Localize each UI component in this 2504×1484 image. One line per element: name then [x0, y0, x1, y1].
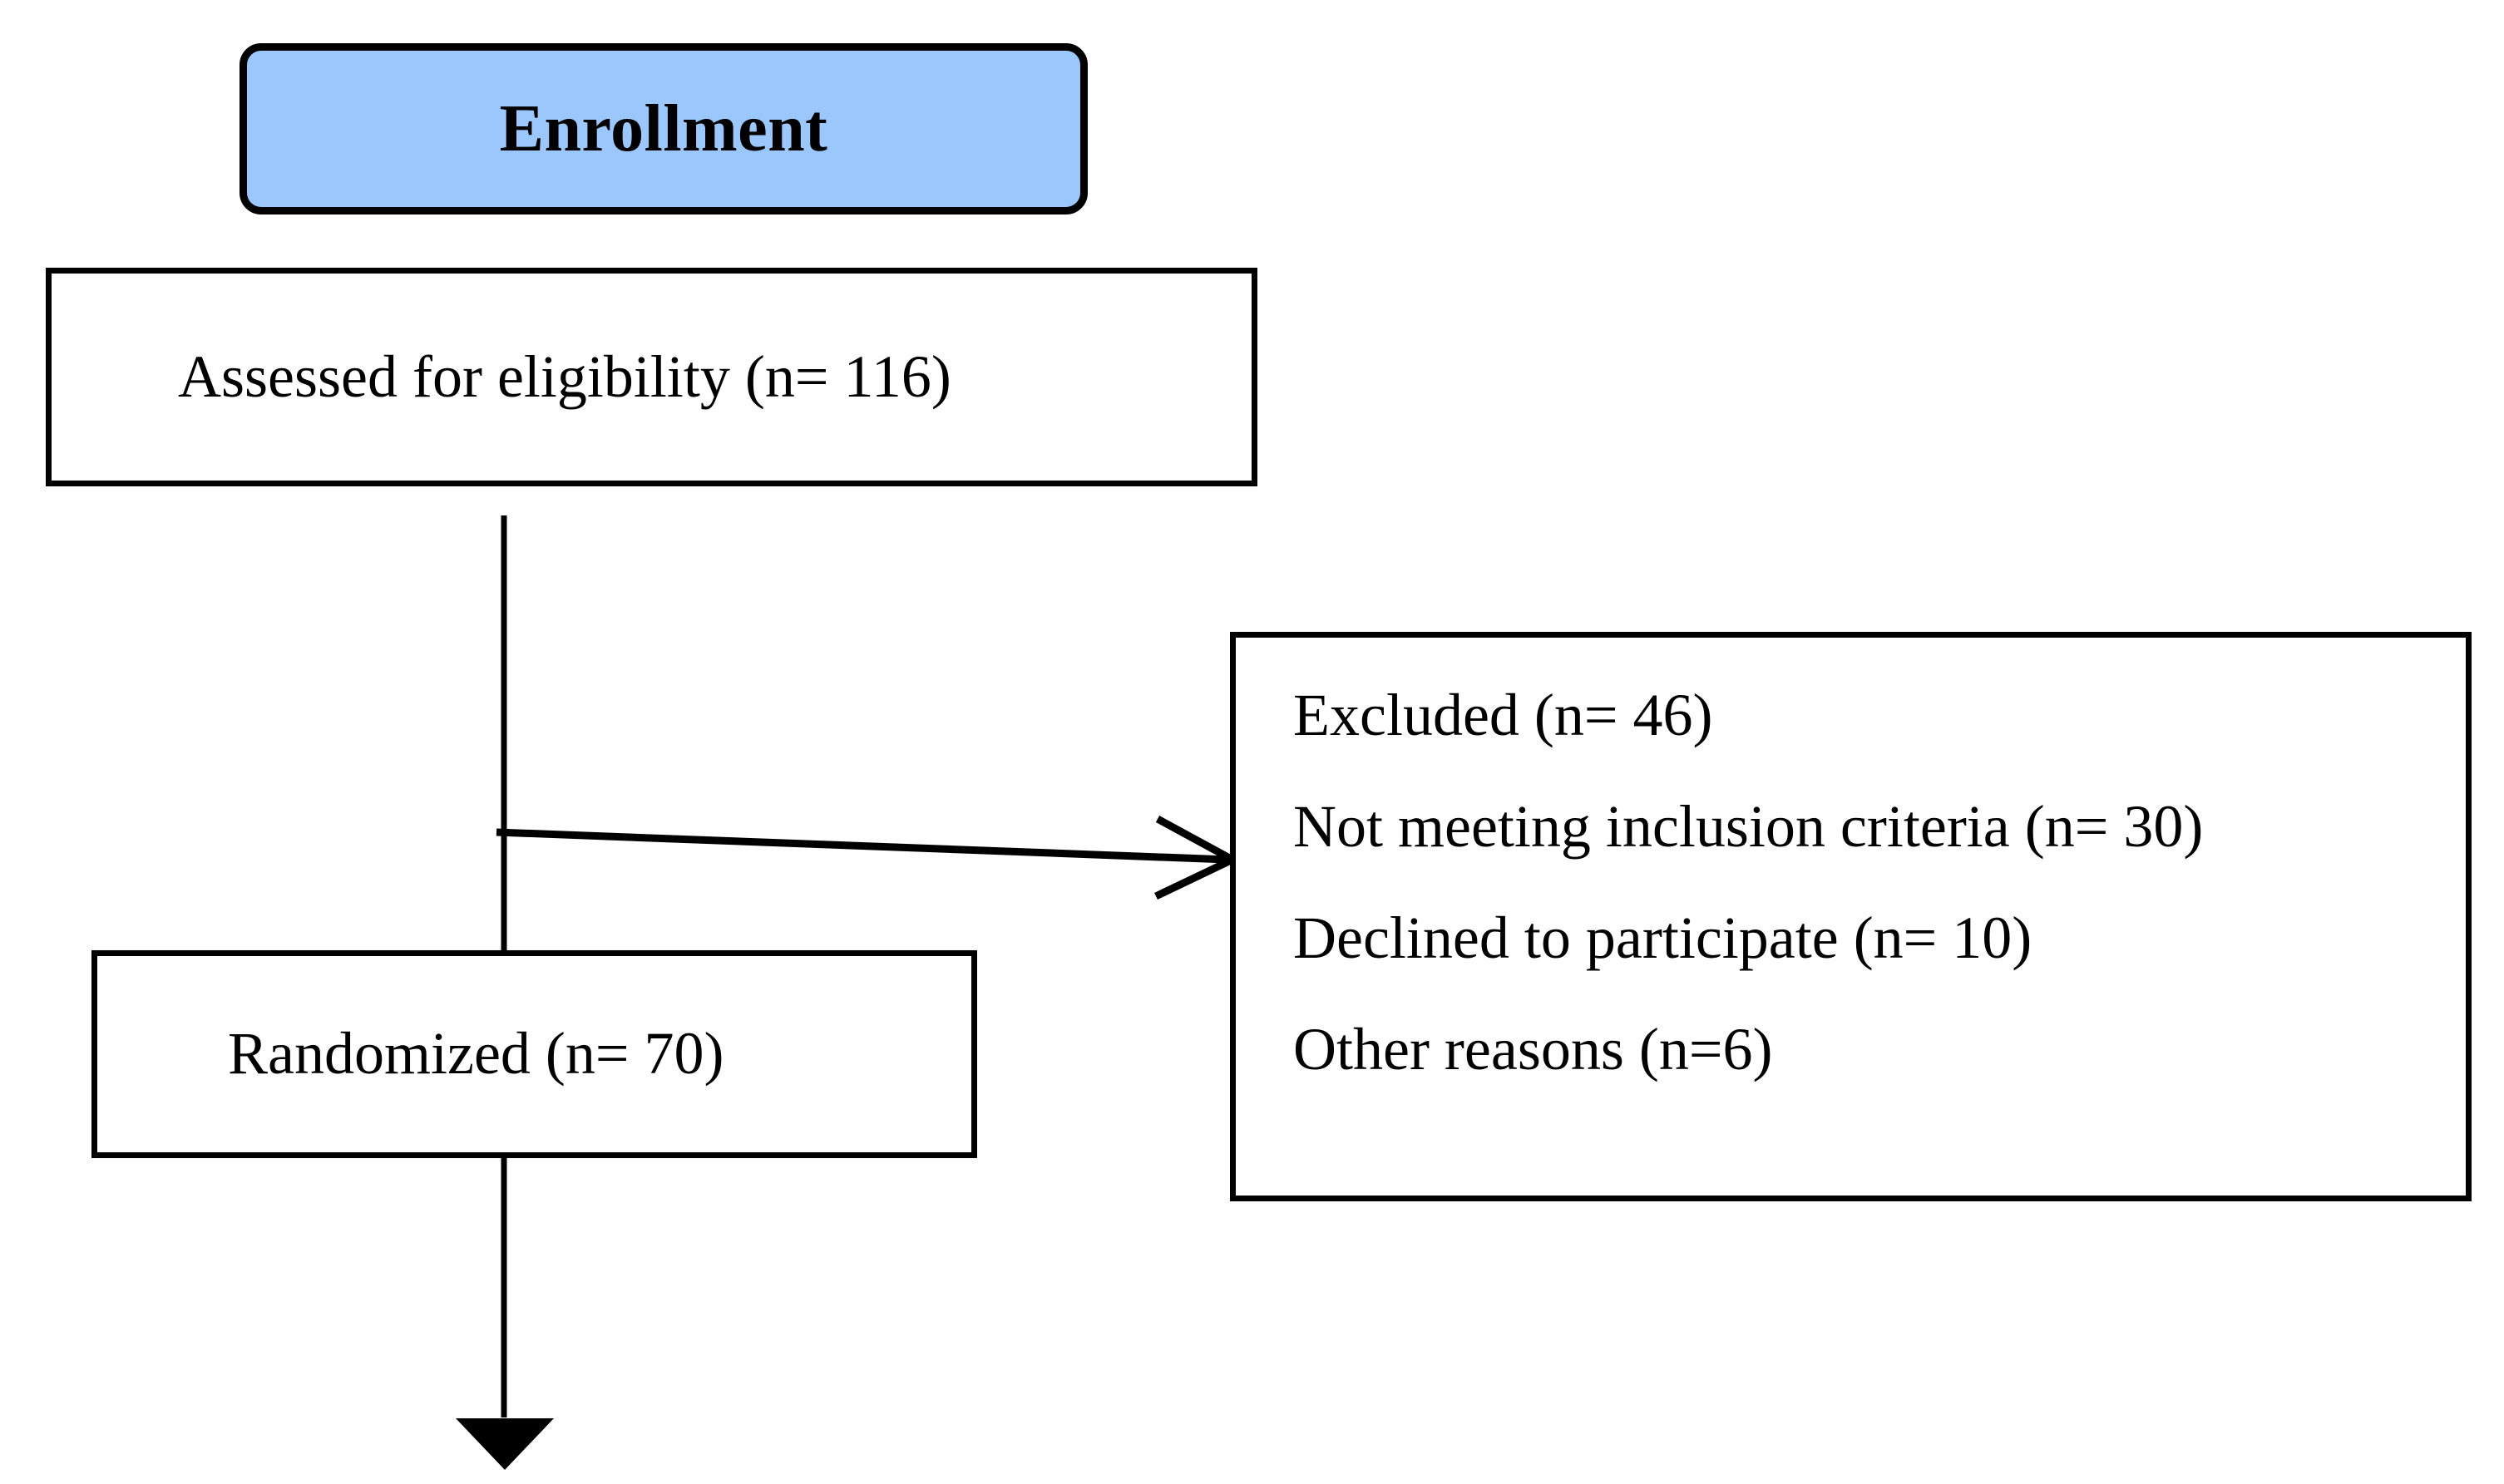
excluded-line-total: Excluded (n= 46)	[1293, 682, 1713, 748]
node-assessed-for-eligibility: Assessed for eligibility (n= 116)	[46, 268, 1257, 486]
connector-assessed-to-excluded	[496, 828, 1228, 864]
excluded-line-not-meeting-inclusion-criteria: Not meeting inclusion criteria (n= 30)	[1293, 793, 2204, 860]
stage-banner-label: Enrollment	[499, 92, 828, 165]
arrowhead-down-filled-icon	[456, 1418, 554, 1470]
node-assessed-text: Assessed for eligibility (n= 116)	[178, 343, 951, 410]
arrowhead-right-open-icon	[1154, 816, 1241, 900]
stage-banner-enrollment: Enrollment	[240, 43, 1088, 214]
node-randomized-text: Randomized (n= 70)	[228, 1020, 724, 1087]
node-randomized: Randomized (n= 70)	[91, 950, 977, 1158]
excluded-line-other-reasons: Other reasons (n=6)	[1293, 1016, 1773, 1082]
node-excluded: Excluded (n= 46) Not meeting inclusion c…	[1230, 632, 2472, 1201]
excluded-line-declined-to-participate: Declined to participate (n= 10)	[1293, 905, 2032, 971]
